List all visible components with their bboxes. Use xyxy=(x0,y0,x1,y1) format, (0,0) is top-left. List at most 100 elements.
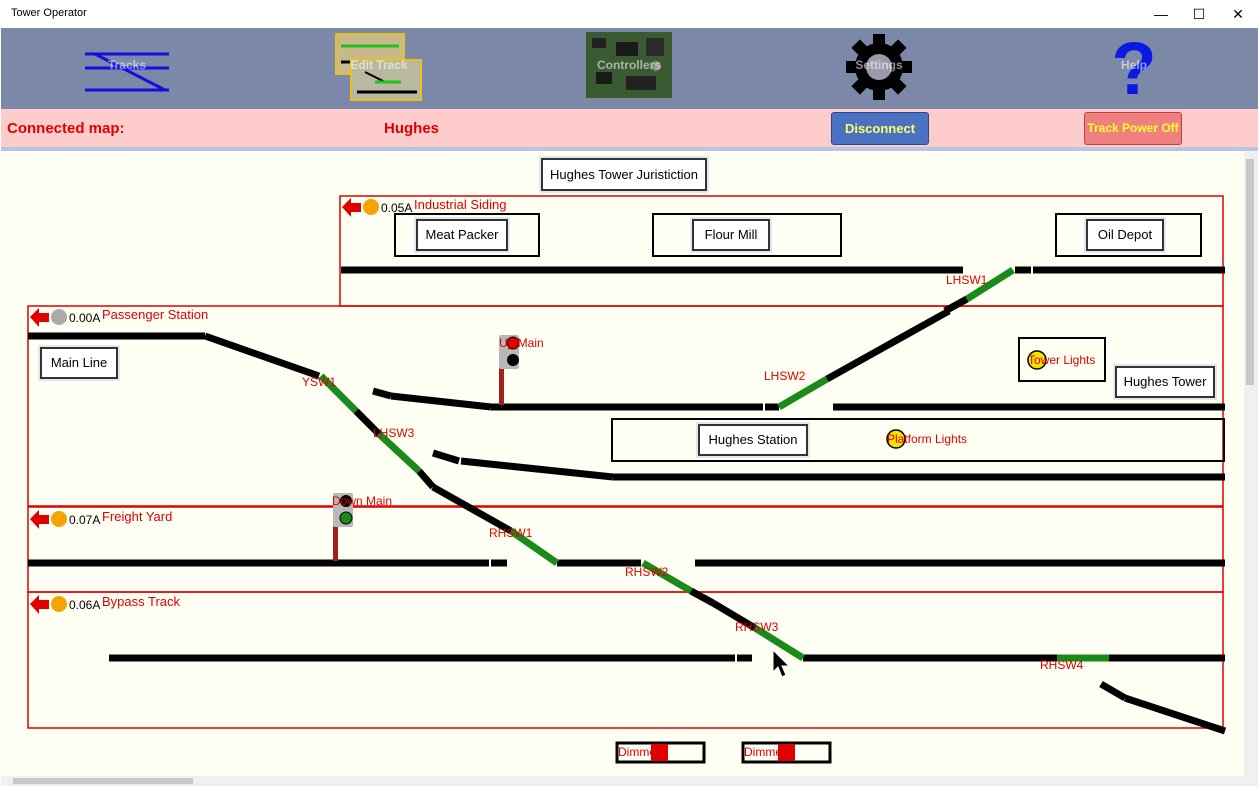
tower-lights-outline xyxy=(1018,337,1106,382)
flour-mill-outline xyxy=(652,213,842,257)
vertical-scroll-thumb[interactable] xyxy=(1246,159,1254,385)
scroll-corner xyxy=(1244,776,1258,786)
settings-button[interactable]: Settings xyxy=(846,32,912,102)
rhsw3-route xyxy=(753,625,805,661)
passenger-station-arrow-icon[interactable] xyxy=(30,308,49,327)
up-main-lower-lamp xyxy=(507,354,519,366)
platform-lights-label[interactable]: Platform Lights xyxy=(887,432,968,446)
main-line-button[interactable]: Main Line xyxy=(40,347,118,379)
switch-routes xyxy=(318,267,1109,662)
meat-packer-button[interactable]: Meat Packer xyxy=(416,219,508,251)
rhsw1-label[interactable]: RHSW1 xyxy=(489,526,533,540)
circuit-board-icon xyxy=(586,32,672,98)
track-layout-canvas: Hughes Tower Juristiction 0.05A Industri… xyxy=(1,151,1244,776)
minimize-button[interactable]: — xyxy=(1154,6,1168,22)
industrial-siding-label: Industrial Siding xyxy=(414,197,507,212)
freight-yard-label: Freight Yard xyxy=(102,509,173,524)
lhsw2-route xyxy=(777,375,829,411)
svg-text:?: ? xyxy=(1111,32,1156,104)
tower-lights-label[interactable]: Tower Lights xyxy=(1028,353,1096,367)
controllers-button[interactable]: Controllers xyxy=(586,32,672,98)
separator xyxy=(1,147,1258,151)
oil-depot-button[interactable]: Oil Depot xyxy=(1086,219,1164,251)
lhsw3-route xyxy=(376,431,422,474)
passenger-station-current: 0.00A xyxy=(69,311,101,325)
lhsw1-label[interactable]: LHSW1 xyxy=(946,273,988,287)
rhsw4-label[interactable]: RHSW4 xyxy=(1040,658,1084,672)
passenger-station-status-dot xyxy=(51,309,67,325)
connected-map-label: Connected map: xyxy=(7,120,125,137)
lhsw1-route xyxy=(965,267,1015,302)
bypass-track-arrow-icon[interactable] xyxy=(30,595,49,614)
dimmer2-label: Dimmer2 xyxy=(744,745,793,759)
freight-yard-block xyxy=(27,506,1224,593)
oil-depot-outline xyxy=(1055,213,1202,257)
bypass-track-current: 0.06A xyxy=(69,598,101,612)
horizontal-scroll-thumb[interactable] xyxy=(13,778,193,784)
down-main-signal-post xyxy=(333,525,338,561)
switch-icon xyxy=(335,33,422,101)
controllers-label: Controllers xyxy=(596,58,661,72)
ysw1-label[interactable]: YSW1 xyxy=(302,375,337,389)
tracks-button[interactable]: Tracks xyxy=(81,32,173,104)
gear-icon xyxy=(846,34,912,100)
dimmer1-track[interactable] xyxy=(615,741,706,764)
down-main-green-lamp xyxy=(339,511,353,525)
edit-track-button[interactable]: Edit Track xyxy=(335,32,423,104)
industrial-siding-current: 0.05A xyxy=(381,201,413,215)
up-main-red-lamp xyxy=(506,336,520,350)
freight-yard-current: 0.07A xyxy=(69,513,101,527)
ysw1-route xyxy=(318,373,359,414)
industrial-siding-status-dot xyxy=(363,199,379,215)
help-label: Help xyxy=(1120,58,1147,72)
hughes-tower-button[interactable]: Hughes Tower xyxy=(1115,366,1215,398)
vertical-scrollbar[interactable] xyxy=(1244,151,1258,776)
window-title: Tower Operator xyxy=(11,7,87,19)
lhsw3-label[interactable]: LHSW3 xyxy=(373,426,415,440)
bypass-track-status-dot xyxy=(51,596,67,612)
map-name: Hughes xyxy=(384,120,440,137)
industrial-siding-arrow-icon[interactable] xyxy=(342,198,361,217)
industrial-siding-block xyxy=(339,195,1224,307)
bypass-track-label: Bypass Track xyxy=(102,594,181,609)
rhsw2-label[interactable]: RHSW2 xyxy=(625,565,669,579)
edit-track-label: Edit Track xyxy=(350,58,408,72)
rhsw3-label[interactable]: RHSW3 xyxy=(735,620,779,634)
dimmer2-thumb[interactable] xyxy=(778,744,795,761)
track-diagram xyxy=(27,195,1227,764)
disconnect-button[interactable]: Disconnect xyxy=(831,112,929,145)
passenger-station-label: Passenger Station xyxy=(102,307,209,322)
title-bar: Tower Operator — ☐ ✕ xyxy=(0,0,1259,29)
rhsw1-route xyxy=(509,528,559,566)
toolbar: Tracks Edit Track Controllers xyxy=(1,27,1258,110)
down-main-upper-lamp xyxy=(340,495,352,507)
help-button[interactable]: ? Help xyxy=(1106,27,1162,110)
mouse-cursor-icon xyxy=(772,648,791,678)
tracks-label: Tracks xyxy=(107,58,147,72)
freight-yard-status-dot xyxy=(51,511,67,527)
lhsw2-label[interactable]: LHSW2 xyxy=(764,369,806,383)
tower-lights-bulb-icon[interactable] xyxy=(1027,350,1047,370)
settings-label: Settings xyxy=(855,58,903,72)
up-main-signal-post xyxy=(499,365,504,405)
platform-lights-bulb-icon[interactable] xyxy=(886,429,906,449)
track-power-button[interactable]: Track Power Off xyxy=(1084,112,1182,145)
track-icon xyxy=(85,52,169,92)
rhsw2-route xyxy=(641,559,693,595)
dimmer1-thumb[interactable] xyxy=(651,744,668,761)
close-button[interactable]: ✕ xyxy=(1232,6,1244,22)
hughes-station-outline xyxy=(611,418,1225,462)
hughes-station-button[interactable]: Hughes Station xyxy=(698,424,808,456)
freight-yard-arrow-icon[interactable] xyxy=(30,510,49,529)
down-main-signal-label[interactable]: Down Main xyxy=(332,494,393,508)
dimmer2-track[interactable] xyxy=(741,741,832,764)
hughes-tower-juristiction-button[interactable]: Hughes Tower Juristiction xyxy=(541,158,707,191)
question-icon: ? xyxy=(1111,27,1156,110)
flour-mill-button[interactable]: Flour Mill xyxy=(692,219,770,251)
dimmer1-label: Dimmer1 xyxy=(618,745,667,759)
up-main-signal-label[interactable]: Up Main xyxy=(499,336,544,350)
maximize-button[interactable]: ☐ xyxy=(1192,6,1206,22)
track-segments xyxy=(28,266,1227,735)
horizontal-scrollbar[interactable] xyxy=(1,776,1244,786)
status-bar: Connected map: Hughes Disconnect Track P… xyxy=(1,109,1258,147)
